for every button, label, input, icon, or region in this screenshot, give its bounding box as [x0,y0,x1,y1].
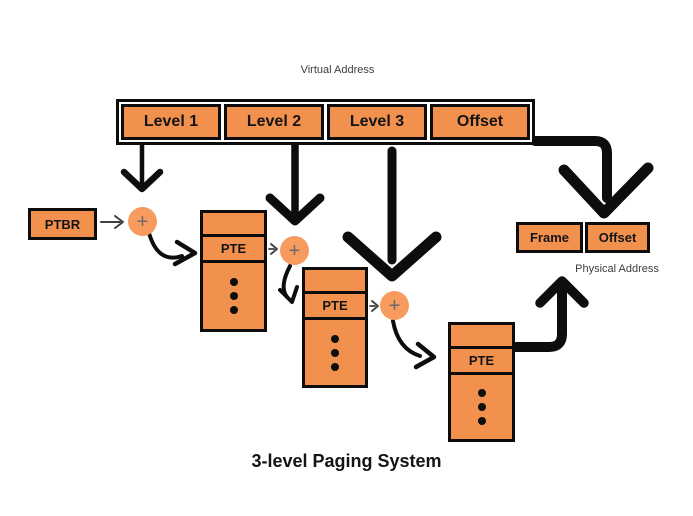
pte-to-frame-arrow [511,276,589,352]
va-field-level2: Level 2 [224,104,324,140]
level3-down-arrow [342,146,442,282]
ptbr-box: PTBR [28,208,97,240]
pte2-to-adder3-arrow [369,300,379,312]
offset-to-physical-arrow [530,136,654,219]
level2-down-arrow [265,138,325,226]
adder1-to-table1-arrow [147,231,198,267]
pte1-to-adder2-arrow [268,243,278,255]
adder2-to-table2-arrow [278,264,299,304]
page-table-level3-pte-cell: PTE [451,346,512,375]
page-table-level1-top-cell [203,213,264,234]
ptbr-to-adder1-arrow [100,215,124,229]
va-field-offset: Offset [430,104,530,140]
adder3-plus-icon: + [380,291,409,320]
adder3-to-table3-arrow [391,319,437,370]
adder1-plus-icon: + [128,207,157,236]
page-table-level3-top-cell [451,325,512,346]
ellipsis-icon [451,375,512,439]
level1-down-arrow [120,139,164,193]
page-table-level1-pte-cell: PTE [203,234,264,263]
pa-field-frame: Frame [516,222,583,253]
adder2-plus-icon: + [280,236,309,265]
ellipsis-icon [305,320,365,385]
page-table-level3: PTE [448,322,515,442]
diagram-title: 3-level Paging System [251,451,442,471]
virtual-address-row: Level 1 Level 2 Level 3 Offset [116,99,535,145]
ellipsis-icon [203,263,264,329]
pa-field-offset: Offset [585,222,650,253]
va-field-level1: Level 1 [121,104,221,140]
virtual-address-label: Virtual Address [300,64,375,76]
va-field-level3: Level 3 [327,104,427,140]
page-table-level2-top-cell [305,270,365,291]
page-table-level2: PTE [302,267,368,388]
physical-address-label: Physical Address [575,263,659,275]
page-table-level2-pte-cell: PTE [305,291,365,320]
physical-address-row: Frame Offset [516,222,650,253]
page-table-level1: PTE [200,210,267,332]
